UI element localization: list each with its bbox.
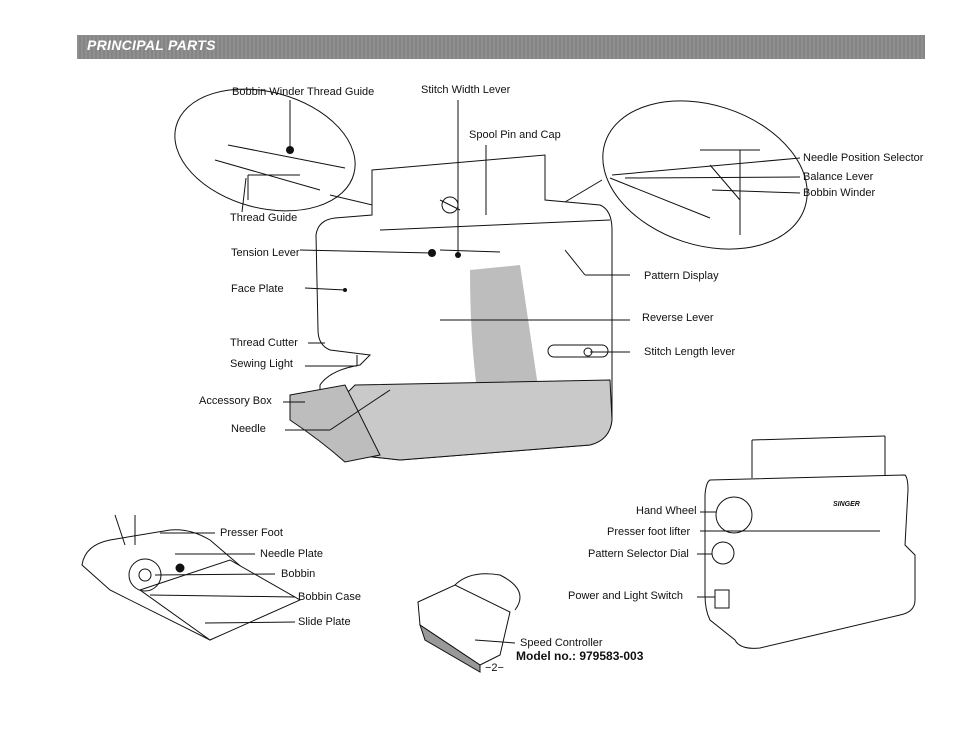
section-title: PRINCIPAL PARTS: [87, 37, 216, 53]
label-stitch-width-lever: Stitch Width Lever: [421, 84, 511, 96]
brand-logo: SINGER: [833, 501, 860, 508]
label-balance-lever: Balance Lever: [803, 171, 874, 183]
label-reverse-lever: Reverse Lever: [642, 312, 714, 324]
label-needle-plate: Needle Plate: [260, 548, 323, 560]
label-bobbin-winder-thread-guide: Bobbin Winder Thread Guide: [232, 86, 375, 98]
label-bobbin-winder: Bobbin Winder: [803, 187, 876, 199]
label-tension-lever: Tension Lever: [231, 247, 300, 259]
label-bobbin-case: Bobbin Case: [298, 591, 361, 603]
left-detail-inset: [174, 88, 356, 212]
label-hand-wheel: Hand Wheel: [636, 505, 697, 517]
label-pattern-display: Pattern Display: [644, 270, 719, 282]
page-number: −2−: [485, 662, 504, 674]
label-presser-foot: Presser Foot: [220, 527, 283, 539]
label-presser-foot-lifter: Presser foot lifter: [607, 526, 691, 538]
label-bobbin: Bobbin: [281, 568, 316, 580]
label-speed-controller: Speed Controller: [520, 637, 603, 649]
label-thread-guide: Thread Guide: [230, 212, 298, 224]
section-header-bar: PRINCIPAL PARTS: [77, 35, 925, 59]
label-pattern-selector-dial: Pattern Selector Dial: [588, 548, 689, 560]
speed-controller-illustration: [417, 584, 511, 666]
model-number: Model no.: 979583-003: [516, 649, 644, 663]
label-face-plate: Face Plate: [231, 283, 284, 295]
label-needle: Needle: [231, 423, 266, 435]
label-needle-position-selector: Needle Position Selector: [803, 152, 924, 164]
label-slide-plate: Slide Plate: [298, 616, 351, 628]
label-accessory-box: Accessory Box: [199, 395, 272, 407]
label-stitch-length-lever: Stitch Length lever: [644, 346, 736, 358]
label-power-and-light-switch: Power and Light Switch: [568, 590, 683, 602]
label-sewing-light: Sewing Light: [230, 358, 293, 370]
label-thread-cutter: Thread Cutter: [230, 337, 298, 349]
side-view-machine: [704, 474, 916, 649]
label-spool-pin-and-cap: Spool Pin and Cap: [469, 129, 561, 141]
right-detail-inset: [602, 100, 808, 250]
